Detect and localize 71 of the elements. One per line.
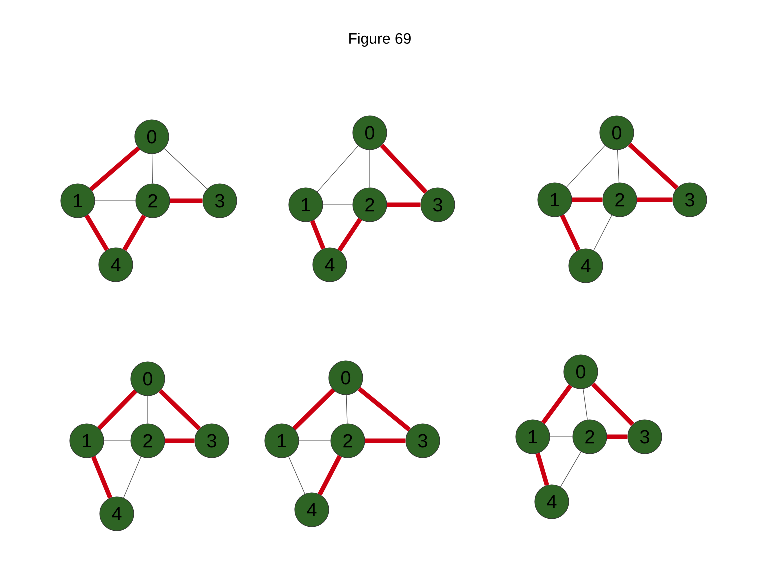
graph-edge	[288, 456, 306, 494]
figure-title: Figure 69	[350, 33, 411, 47]
graph-vertex: 3	[420, 188, 456, 222]
graph-edge	[95, 200, 136, 202]
graph-vertex: 3	[194, 424, 230, 458]
graph-vertex: 2	[130, 424, 166, 458]
graph-edge	[346, 395, 348, 424]
graph-edge	[358, 387, 412, 432]
graph-vertex: 0	[564, 354, 598, 390]
graph-edge	[541, 384, 573, 424]
graph-edge	[607, 434, 628, 440]
graph-edge	[338, 218, 362, 252]
graph-edge	[122, 214, 146, 252]
graph-edge	[323, 204, 353, 206]
graph-vertex: 4	[294, 492, 330, 528]
graph-vertex: 1	[516, 420, 550, 454]
graph-edge	[617, 150, 620, 184]
graph-vertex: 2	[330, 424, 366, 458]
graph-vertex: 4	[98, 248, 134, 282]
graph-vertex: 0	[130, 362, 166, 396]
graph-edge	[92, 456, 113, 499]
graph-edge	[98, 390, 138, 430]
graph-edge	[152, 154, 154, 184]
graph-vertex: 3	[628, 420, 662, 454]
graph-vertex: 1	[538, 182, 572, 218]
graph-vertex: 1	[288, 188, 324, 222]
graph-vertex: 1	[70, 424, 104, 458]
graph-edge	[299, 440, 331, 442]
graph-edge	[628, 143, 679, 190]
graph-edge	[560, 452, 582, 488]
graph-edge	[164, 148, 208, 190]
graph-vertex: 1	[60, 184, 96, 218]
graph-edge	[318, 455, 342, 496]
graph-edge	[592, 382, 634, 426]
graph-edge	[536, 452, 550, 486]
graph-edge	[594, 215, 612, 251]
graph-vertex: 3	[202, 184, 238, 218]
graph-edge	[566, 145, 606, 188]
graph-edge	[572, 198, 603, 202]
graph-vertex: 0	[328, 360, 364, 396]
graph-edge	[90, 146, 140, 192]
graph-edge	[292, 388, 336, 430]
graph-edge	[365, 438, 406, 444]
graph-edge	[387, 202, 421, 208]
graph-edge	[84, 214, 110, 252]
graph-vertex: 1	[264, 424, 300, 458]
graph-edge	[123, 456, 142, 498]
graph-edge	[158, 389, 202, 431]
graph-vertex: 3	[406, 424, 440, 458]
graph-edge	[165, 438, 195, 444]
graph-edge	[104, 440, 131, 442]
graph-vertex: 2	[136, 184, 170, 218]
graph-vertex: 4	[312, 248, 348, 282]
graph-edge	[380, 144, 428, 194]
graph-vertex: 2	[572, 420, 608, 454]
graph-vertex: 3	[672, 182, 708, 218]
graph-vertex: 4	[568, 248, 604, 284]
graph-vertex: 0	[352, 116, 388, 150]
graph-vertex: 2	[602, 182, 638, 218]
graph-edge	[170, 198, 203, 204]
graph-edge	[310, 220, 326, 250]
graph-vertex: 2	[352, 188, 388, 222]
graph-edge	[637, 198, 673, 202]
graph-vertex: 4	[534, 484, 570, 520]
graph-vertex: 4	[100, 496, 134, 532]
graph-edge	[317, 146, 359, 192]
graph-vertex: 0	[600, 116, 634, 150]
graph-edge	[560, 214, 581, 252]
graph-edge	[550, 436, 573, 438]
graph-edge	[583, 388, 588, 420]
graph-vertex: 0	[134, 120, 170, 154]
